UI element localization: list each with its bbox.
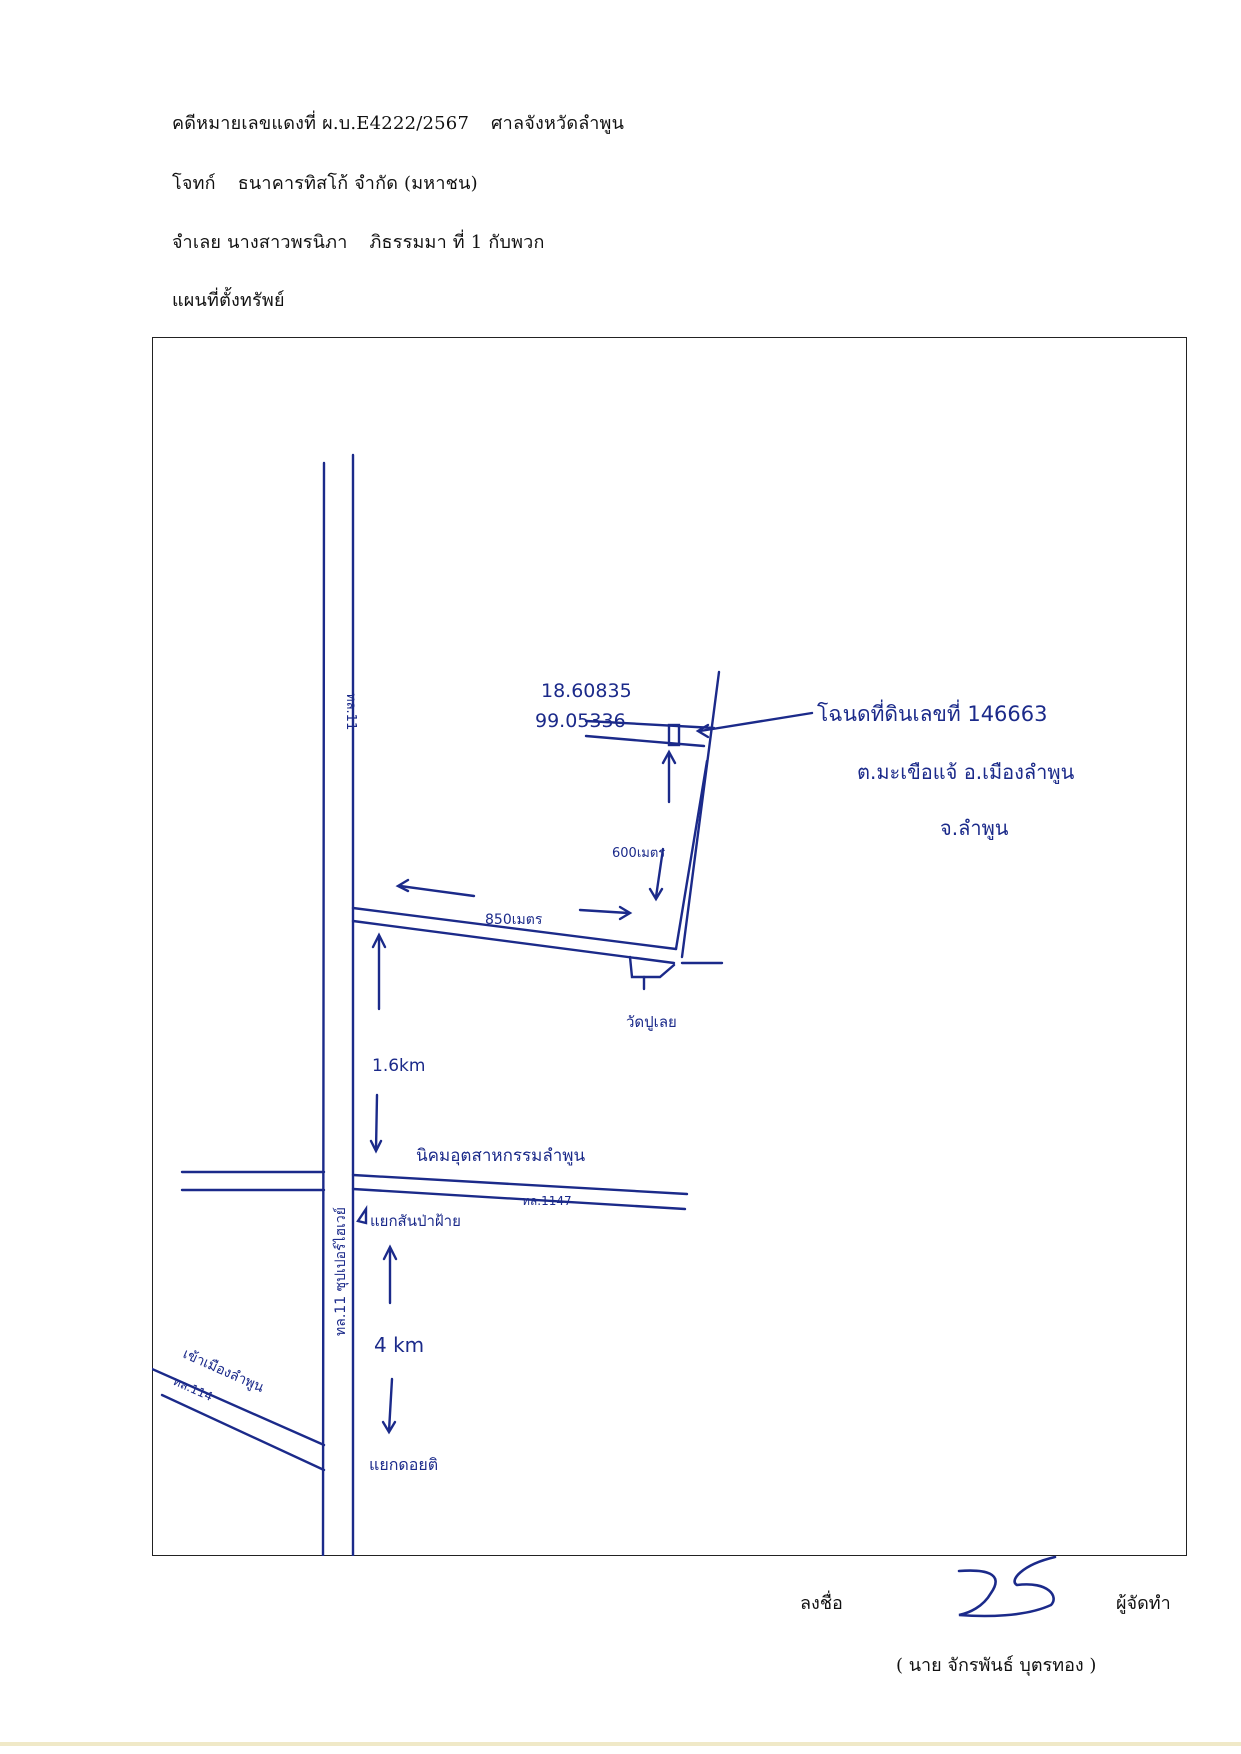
case-line: คดีหมายเลขแดงที่ ผ.บ.E4222/2567 ศาลจังหว… bbox=[172, 108, 624, 137]
road-1147-label: ทล.1147 bbox=[522, 1194, 572, 1208]
road-11-super-label: ทล.11 ซุปเปอร์ไฮเวย์ bbox=[332, 1207, 349, 1336]
dist-850: 850เมตร bbox=[485, 912, 543, 928]
plot-road-right-edge bbox=[680, 670, 721, 959]
road-1147-right-top bbox=[351, 1173, 689, 1196]
road-11-label: ทล.11 bbox=[343, 693, 358, 730]
deed-pointer-arrow bbox=[698, 711, 814, 733]
signature-mark bbox=[957, 1555, 1057, 1618]
preparer-name: ( นาย จักรพันธ์ บุตรทอง ) bbox=[896, 1655, 1097, 1676]
temple-marker bbox=[628, 955, 676, 979]
san-pa-fang: แยกสันป่าฝ้าย bbox=[370, 1212, 461, 1230]
preparer-role: ผู้จัดทำ bbox=[1116, 1593, 1171, 1614]
plot-road-left-edge bbox=[674, 759, 709, 951]
industrial-estate: นิคมอุตสาหกรรมลำพูน bbox=[416, 1146, 586, 1166]
coord-lat: 18.60835 bbox=[541, 680, 632, 702]
defendant-surname: ภิธรรมมา ที่ 1 กับพวก bbox=[369, 232, 545, 253]
plot-frontage-top bbox=[584, 719, 716, 730]
arrow-1-6-down-head bbox=[369, 1139, 383, 1154]
side-road-bottom-edge bbox=[351, 919, 676, 965]
plot-frontage-bottom bbox=[584, 734, 706, 748]
road-114-label: ทล.114 bbox=[171, 1374, 215, 1404]
case-number: ผ.บ.E4222/2567 bbox=[322, 113, 470, 134]
dist-4: 4 km bbox=[374, 1333, 424, 1357]
arrow-850-left-head bbox=[395, 878, 410, 893]
intersection-marker bbox=[356, 1205, 368, 1225]
temple-label: วัดปูเลย bbox=[626, 1013, 677, 1031]
arrow-850-left bbox=[398, 884, 476, 898]
arrow-600-down-head bbox=[648, 887, 664, 902]
arrow-600-down bbox=[654, 847, 665, 899]
plaintiff-label: โจทก์ bbox=[172, 173, 216, 194]
defendant-label: จำเลย bbox=[172, 232, 222, 253]
property-map: 18.60835 99.05336 โฉนดที่ดินเลขที่ 14666… bbox=[152, 453, 1075, 1556]
subdistrict: ต.มะเขือแจ้ อ.เมืองลำพูน bbox=[857, 760, 1075, 785]
coord-lon: 99.05336 bbox=[535, 710, 626, 732]
arrow-600-up-head bbox=[661, 749, 677, 765]
arrow-4-up-head bbox=[382, 1244, 398, 1261]
plaintiff-name: ธนาคารทิสโก้ จำกัด (มหาชน) bbox=[237, 173, 478, 194]
deed-pointer-arrowhead bbox=[695, 723, 710, 739]
province: จ.ลำพูน bbox=[940, 816, 1009, 841]
case-label: คดีหมายเลขแดงที่ bbox=[172, 113, 317, 134]
arrow-4-down bbox=[387, 1377, 394, 1433]
sign-label: ลงชื่อ bbox=[800, 1593, 843, 1614]
plot-marker bbox=[667, 723, 681, 747]
nong-chom: แยกดอยติ bbox=[369, 1455, 438, 1474]
court-name: ศาลจังหวัดลำพูน bbox=[491, 113, 625, 134]
arrow-1-6-down bbox=[374, 1093, 379, 1152]
road-114-bottom-edge bbox=[160, 1393, 326, 1472]
road-114-top-edge bbox=[152, 1367, 326, 1447]
road-1147-right-bottom bbox=[351, 1187, 687, 1211]
defendant-line: จำเลย นางสาวพรนิภา ภิธรรมมา ที่ 1 กับพวก bbox=[172, 227, 545, 256]
side-road-top-edge bbox=[351, 906, 678, 951]
road-11-left-edge bbox=[321, 461, 326, 1556]
page-bottom-edge bbox=[0, 1742, 1241, 1746]
dist-1-6: 1.6km bbox=[372, 1056, 425, 1076]
map-frame bbox=[152, 337, 1187, 1556]
arrow-850-right-head bbox=[618, 905, 633, 921]
dist-600: 600เมตร bbox=[612, 846, 665, 861]
arrow-4-down-head bbox=[381, 1420, 397, 1435]
arrow-850-right bbox=[578, 908, 630, 915]
arrow-1-6-up-head bbox=[371, 932, 387, 949]
title-deed: โฉนดที่ดินเลขที่ 146663 bbox=[817, 699, 1048, 726]
plaintiff-line: โจทก์ ธนาคารทิสโก้ จำกัด (มหาชน) bbox=[172, 168, 478, 197]
defendant-name: นางสาวพรนิภา bbox=[227, 232, 348, 253]
map-title: แผนที่ตั้งทรัพย์ bbox=[172, 290, 285, 311]
